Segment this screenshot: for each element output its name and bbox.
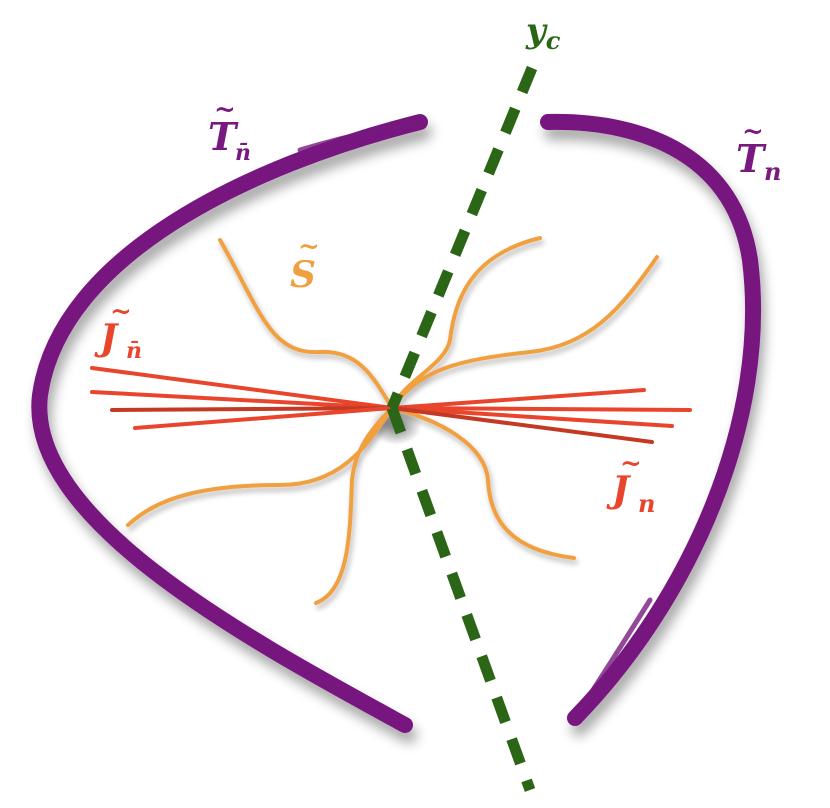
- label-jet-nbar-tilde: ~: [110, 297, 132, 327]
- label-cut-main: y: [525, 11, 548, 51]
- label-jet-n-main: J: [606, 469, 631, 511]
- beam-region-n-brush-tip: [569, 597, 653, 725]
- label-beam-nbar-tilde: ~: [214, 95, 236, 125]
- label-beam-n: ~ T n: [736, 117, 781, 186]
- label-jet-nbar-main: J: [94, 317, 119, 359]
- label-soft-tilde: ~: [298, 232, 320, 262]
- label-beam-nbar-sub: n̄: [235, 140, 251, 166]
- jet-nbar-line-4: [133, 406, 394, 430]
- label-cut-sub: c: [546, 26, 561, 55]
- soft-line-lower-middle: [314, 406, 394, 605]
- soft-line-upper-right-long: [390, 255, 659, 410]
- jet-n-line-3: [390, 406, 674, 428]
- jet-n-line-2: [390, 406, 692, 412]
- soft-line-upper-right-short: [390, 236, 542, 410]
- label-jet-n-tilde: ~: [620, 449, 642, 479]
- label-beam-n-tilde: ~: [742, 117, 764, 147]
- soft-radiation: [126, 236, 659, 605]
- jets: [90, 366, 692, 444]
- soft-line-lower-right: [390, 406, 576, 560]
- label-beam-n-sub: n: [764, 157, 781, 186]
- label-jet-n-sub: n: [638, 489, 655, 518]
- jet-n-line-4: [390, 406, 654, 444]
- label-beam-n-main: T: [736, 136, 767, 181]
- beam-region-nbar-arc: [31, 114, 428, 733]
- jet-nbar-line-3: [110, 406, 394, 412]
- label-soft: ~ S: [290, 232, 320, 296]
- soft-line-lower-left: [126, 406, 394, 527]
- jet-nbar-line-2: [90, 390, 394, 410]
- jet-n-line-1: [390, 388, 646, 410]
- rapidity-cut-line-lower: [386, 406, 536, 792]
- label-beam-nbar-main: T: [208, 114, 239, 159]
- beam-region-nbar-brush-tip: [297, 119, 423, 153]
- jet-nbar-line-1: [90, 366, 394, 410]
- label-beam-nbar: ~ T n̄: [208, 95, 251, 166]
- label-jet-nbar: ~ J n̄: [94, 297, 142, 364]
- beam-region-n-arc: [540, 113, 761, 726]
- label-jet-nbar-sub: n̄: [126, 338, 142, 364]
- label-cut: yc: [525, 11, 561, 55]
- soft-line-upper-left: [218, 238, 394, 410]
- rapidity-cut-line: [386, 65, 538, 411]
- label-soft-main: S: [290, 254, 316, 296]
- label-jet-n: ~ J n: [606, 449, 655, 518]
